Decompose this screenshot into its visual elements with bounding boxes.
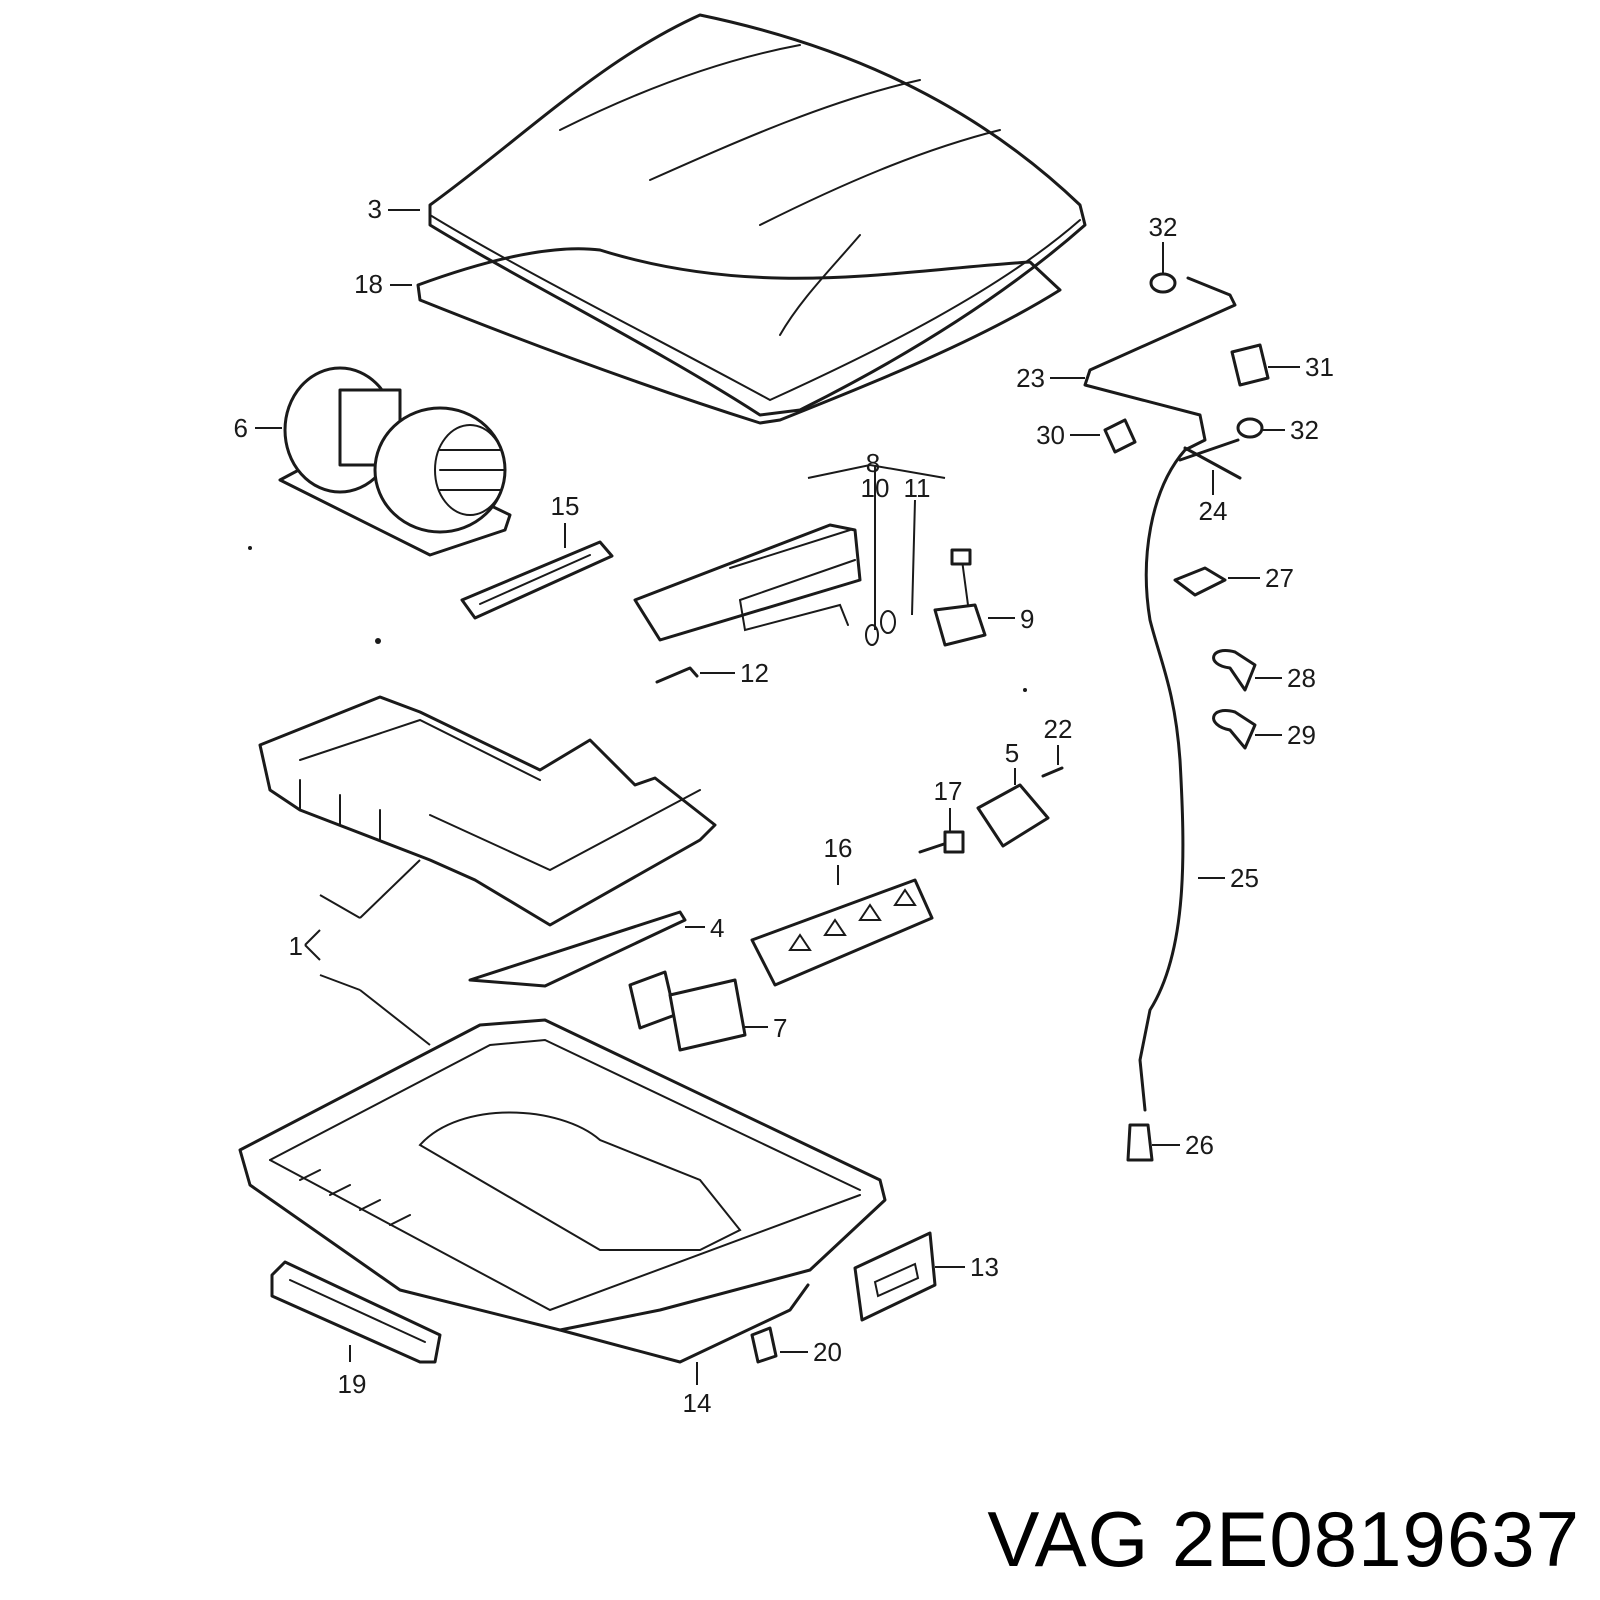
callout-25: 25: [1230, 863, 1259, 893]
callout-15: 15: [551, 491, 580, 521]
callout-20: 20: [813, 1337, 842, 1367]
callout-16: 16: [824, 833, 853, 863]
callout-28: 28: [1287, 663, 1316, 693]
callout-17: 17: [934, 776, 963, 806]
callout-7: 7: [773, 1013, 787, 1043]
callout-8: 8: [866, 448, 880, 478]
callout-3: 3: [368, 194, 382, 224]
callout-30: 30: [1036, 420, 1065, 450]
part-22-screw: [1041, 766, 1064, 778]
callout-11: 11: [904, 473, 931, 503]
callout-27: 27: [1265, 563, 1294, 593]
part-27-clip: [1173, 566, 1227, 597]
part-17-screw: [918, 830, 965, 854]
callout-14: 14: [683, 1388, 712, 1418]
part-32-hose-clamp-lower: [1236, 417, 1264, 439]
part-26-grommet: [1126, 1123, 1154, 1162]
callout-labels: 3 18 6 8 10 11 15 9 12 22 5 17 16 1 4 7 …: [234, 194, 1334, 1418]
callout-32-top: 32: [1149, 212, 1178, 242]
part-31-clip: [1230, 343, 1270, 387]
part-19-frame-gasket: [270, 1260, 442, 1364]
callout-23: 23: [1016, 363, 1045, 393]
part-1-housing-lower: [238, 1018, 887, 1332]
callout-32-lower: 32: [1290, 415, 1319, 445]
part-23-24-25-drain-hose: [1083, 276, 1242, 1112]
part-18-gasket: [416, 247, 1062, 425]
part-5-bracket: [976, 783, 1050, 848]
part-20-clip: [750, 1326, 778, 1364]
part-29-clip: [1212, 709, 1257, 750]
part-7-resistor: [628, 970, 747, 1052]
part-30-clip: [1103, 418, 1137, 454]
part-8-evaporator: [633, 523, 896, 646]
leader-lines: [255, 209, 1300, 1385]
callout-6: 6: [234, 413, 248, 443]
callout-29: 29: [1287, 720, 1316, 750]
part-9-sensor: [933, 548, 987, 647]
callout-9: 9: [1020, 604, 1034, 634]
part-13-cover-plate: [853, 1231, 937, 1322]
callout-26: 26: [1185, 1130, 1214, 1160]
callout-18: 18: [354, 269, 383, 299]
part-6-blower-motor: [278, 366, 512, 557]
scan-dots: [248, 546, 1027, 692]
part-32-hose-clamp-top: [1149, 272, 1177, 294]
callout-12: 12: [740, 658, 769, 688]
callout-4: 4: [710, 913, 724, 943]
callout-1: 1: [289, 931, 303, 961]
callout-22: 22: [1044, 714, 1073, 744]
part-number-caption: VAG 2E0819637: [987, 1495, 1580, 1583]
callout-10: 10: [861, 473, 890, 503]
callout-31: 31: [1305, 352, 1334, 382]
part-3-housing-cover: [428, 13, 1087, 417]
part-15-strip: [460, 540, 614, 620]
part-1-housing-upper: [258, 695, 717, 927]
part-12-pin: [655, 666, 699, 684]
part-4-seal-strip: [468, 910, 687, 988]
callout-5: 5: [1005, 738, 1019, 768]
part-16-flap-plate: [750, 878, 934, 987]
callout-24: 24: [1199, 496, 1228, 526]
part-28-clip: [1212, 649, 1257, 692]
callout-19: 19: [338, 1369, 367, 1399]
callout-13: 13: [970, 1252, 999, 1282]
part-14-gasket: [558, 1283, 810, 1364]
